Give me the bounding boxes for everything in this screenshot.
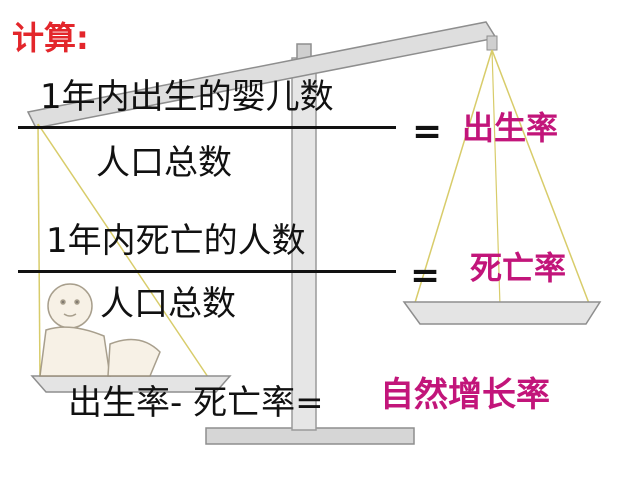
left-pan [30, 375, 232, 393]
death-equals-sign: = [410, 255, 441, 296]
natural-growth-rate-label: 自然增长率 [380, 375, 550, 415]
birth-equals-sign: = [412, 111, 443, 152]
baby-illustration [39, 283, 161, 377]
death-denominator: 人口总数 [100, 284, 236, 324]
birth-numerator: 1年内出生的婴儿数 [40, 77, 334, 117]
right-pan [402, 301, 602, 325]
birth-denominator: 人口总数 [96, 143, 232, 183]
birth-fraction-bar [18, 126, 396, 129]
death-fraction-bar [18, 270, 396, 273]
death-numerator: 1年内死亡的人数 [46, 221, 306, 261]
heading-label: 计算: [12, 19, 89, 57]
growth-formula: 出生率- 死亡率= [68, 383, 324, 423]
birth-rate-label: 出生率 [462, 109, 559, 147]
scale-pillar [291, 57, 317, 431]
right-hook [486, 35, 498, 51]
death-rate-label: 死亡率 [470, 249, 567, 287]
